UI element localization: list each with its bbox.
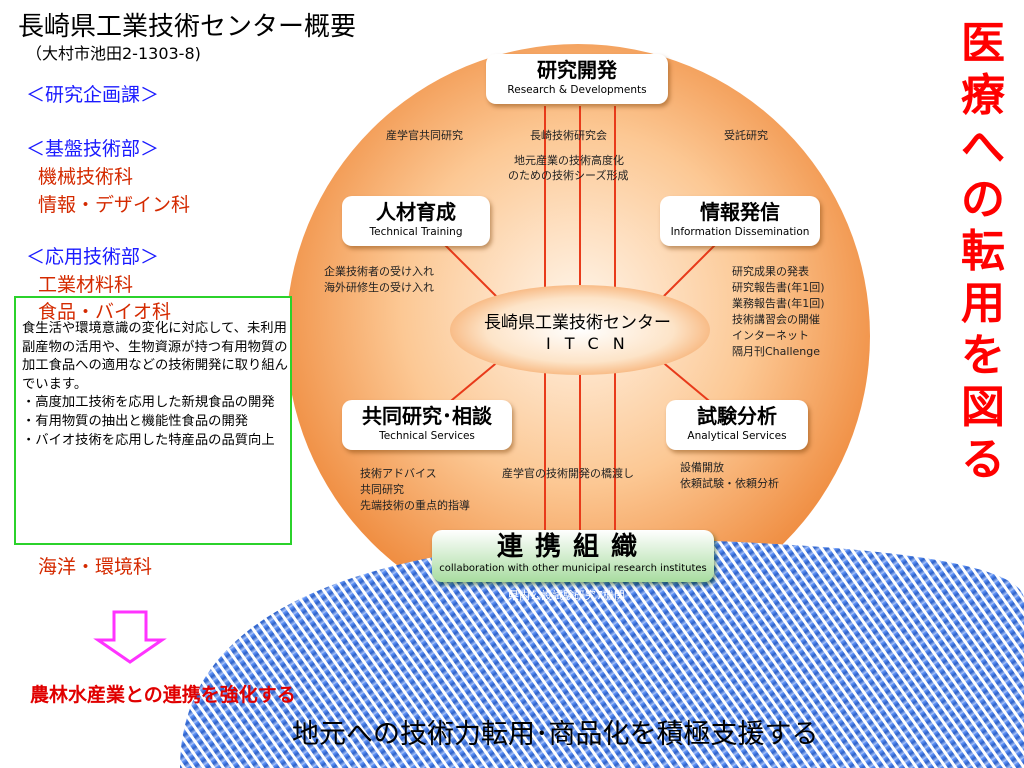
- org-planning: ＜研究企画課＞: [26, 84, 160, 106]
- vertical-slogan: 医療への転用を図る: [961, 18, 1005, 485]
- org-ouyou: ＜応用技術部＞: [26, 246, 160, 268]
- food-bio-title: 食品・バイオ科: [38, 301, 172, 323]
- down-arrow-icon: [93, 610, 167, 664]
- info-note-1: 研究成果の発表: [732, 265, 809, 278]
- research-note-mid2: 地元産業の技術高度化: [514, 154, 624, 167]
- food-bio-description: 食生活や環境意識の変化に対応して、未利用副産物の活用や、生物資源が持つ有用物質の…: [22, 321, 288, 448]
- center-ellipse: [450, 285, 710, 375]
- training-note-2: 海外研修生の受け入れ: [324, 281, 434, 294]
- joint-note-2: 共同研究: [360, 483, 404, 496]
- footer-red-slogan: 農林水産業との連携を強化する: [30, 684, 296, 706]
- info-note-5: インターネット: [732, 329, 809, 342]
- analysis-note-2: 依頼試験・依頼分析: [680, 477, 779, 490]
- address: （大村市池田2-1303-8): [26, 44, 201, 63]
- card-joint: 共同研究･相談 Technical Services: [342, 400, 512, 450]
- card-training: 人材育成 Technical Training: [342, 196, 490, 246]
- research-note-left: 産学官共同研究: [386, 129, 463, 142]
- food-bio-box: 食品・バイオ科 食生活や環境意識の変化に対応して、未利用副産物の活用や、生物資源…: [14, 296, 292, 545]
- joint-mid-note: 産学官の技術開発の橋渡し: [502, 467, 634, 480]
- research-note-mid: 長崎技術研究会: [530, 129, 607, 142]
- training-note-1: 企業技術者の受け入れ: [324, 265, 434, 278]
- org-kiban-item-2: 情報・デザイン科: [38, 194, 191, 216]
- card-research: 研究開発 Research & Developments: [486, 54, 668, 104]
- card-analysis: 試験分析 Analytical Services: [666, 400, 808, 450]
- info-note-2: 研究報告書(年1回): [732, 281, 825, 294]
- org-kiban-item-1: 機械技術科: [38, 166, 134, 188]
- footer-black-slogan: 地元への技術力転用･商品化を積極支援する: [292, 719, 819, 750]
- joint-note-1: 技術アドバイス: [360, 467, 437, 480]
- page-title: 長崎県工業技術センター概要: [18, 12, 357, 42]
- info-note-3: 業務報告書(年1回): [732, 297, 825, 310]
- org-ocean: 海洋・環境科: [38, 556, 153, 578]
- org-kiban: ＜基盤技術部＞: [26, 138, 160, 160]
- blue-dome: [180, 538, 1024, 768]
- card-collaboration: 連携組織 collaboration with other municipal …: [432, 530, 714, 582]
- analysis-note-1: 設備開放: [680, 461, 724, 474]
- info-note-4: 技術講習会の開催: [732, 313, 820, 326]
- joint-note-3: 先端技術の重点的指導: [360, 499, 470, 512]
- center-abbrev: ITCN: [546, 334, 639, 353]
- research-note-right: 受託研究: [724, 129, 768, 142]
- research-note-mid3: のための技術シーズ形成: [508, 169, 629, 182]
- center-name: 長崎県工業技術センター: [484, 313, 671, 333]
- org-ouyou-item-1: 工業材料科: [38, 274, 134, 296]
- info-note-6: 隔月刊Challenge: [732, 345, 820, 358]
- card-info: 情報発信 Information Dissemination: [660, 196, 820, 246]
- collaboration-sub: 県内公設試験研究7機関: [508, 589, 625, 602]
